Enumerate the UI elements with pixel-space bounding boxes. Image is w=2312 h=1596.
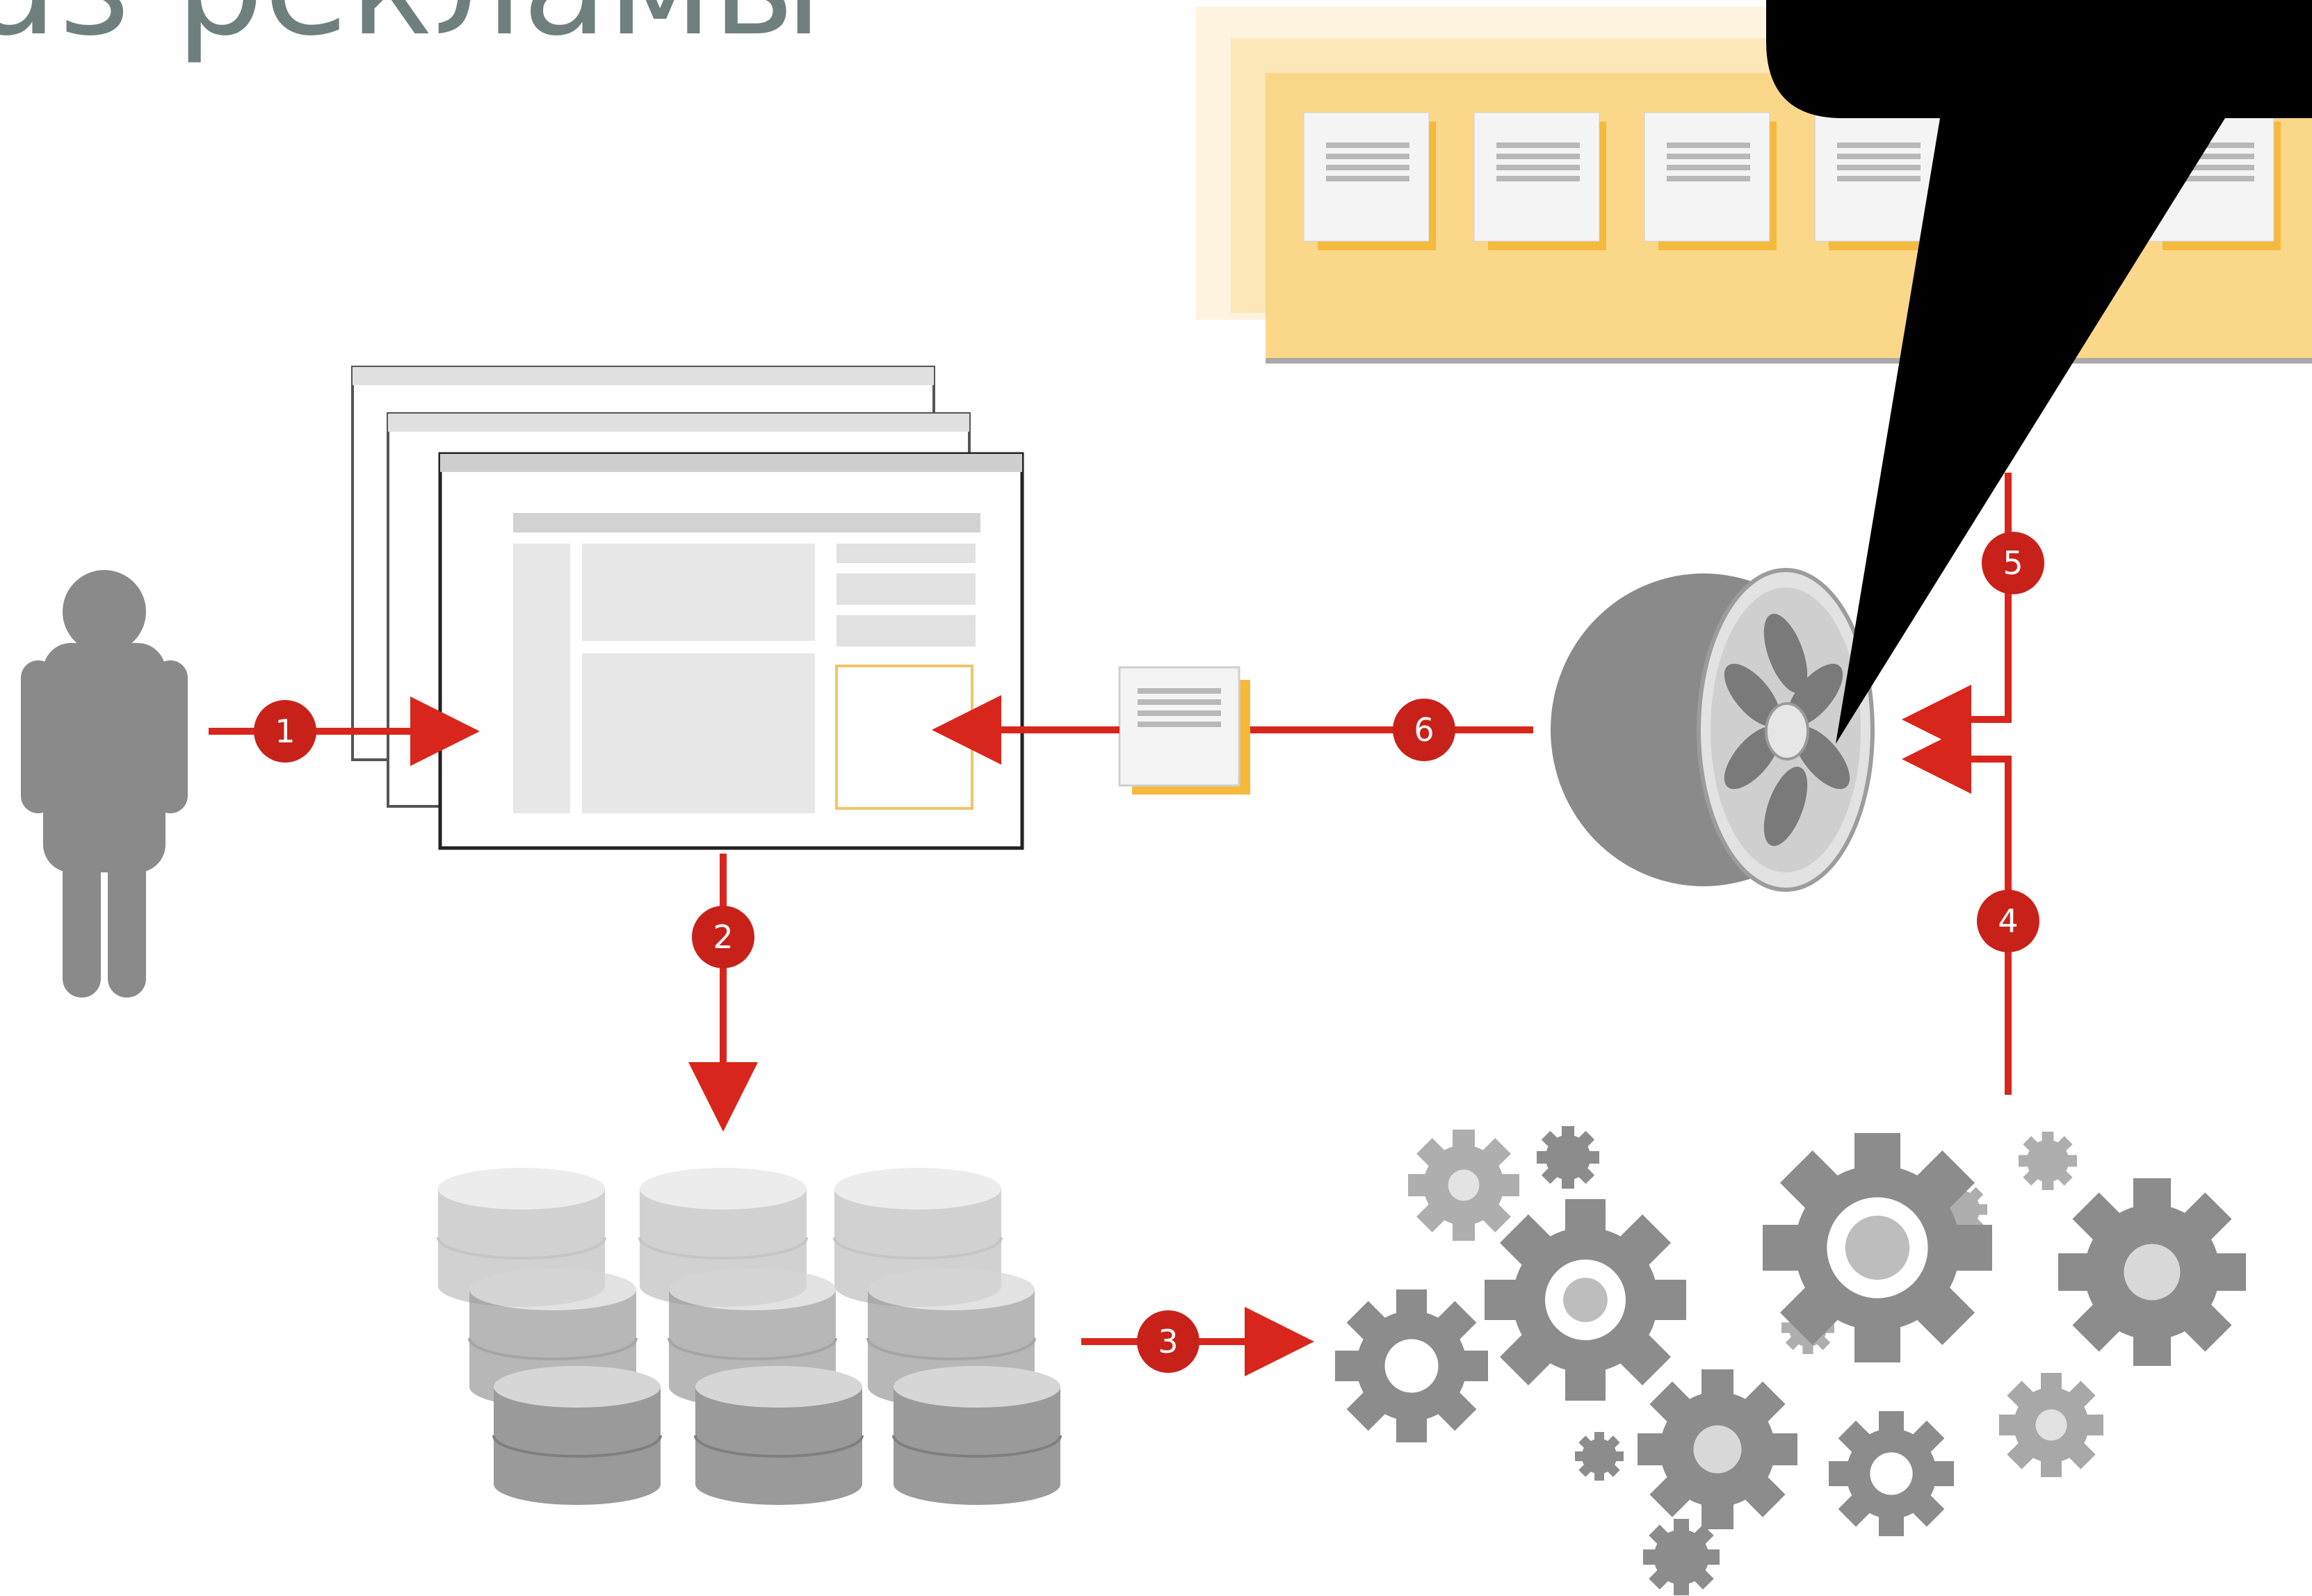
step-label-1: 1 — [275, 712, 295, 750]
gears-icon — [1335, 1126, 2246, 1595]
step-label-2: 2 — [713, 918, 733, 956]
step-badge-2: 2 — [692, 906, 754, 968]
ad-card-1-icon — [1303, 112, 1436, 250]
person-icon — [21, 570, 188, 997]
database-icon — [437, 1166, 1062, 1506]
ad-card-3-icon — [1644, 112, 1777, 250]
ad-card-2-icon — [1473, 112, 1606, 250]
step-badge-6: 6 — [1393, 699, 1455, 761]
step-label-5: 5 — [2003, 544, 2023, 582]
step-label-6: 6 — [1414, 711, 1434, 749]
arrow-4 — [1902, 724, 2012, 1095]
step-badge-1: 1 — [254, 700, 316, 763]
step-label-3: 3 — [1158, 1323, 1178, 1360]
step-badge-5: 5 — [1982, 532, 2044, 594]
wheel-icon — [1551, 568, 1875, 892]
page-title: аз рекламы — [0, 0, 822, 56]
step-badge-3: 3 — [1137, 1310, 1199, 1373]
browser-windows-icon — [351, 366, 1024, 850]
ad-document-icon — [1118, 666, 1250, 795]
callout-pointer — [1766, 0, 2312, 744]
step-badge-4: 4 — [1977, 890, 2039, 952]
step-label-4: 4 — [1998, 902, 2018, 940]
